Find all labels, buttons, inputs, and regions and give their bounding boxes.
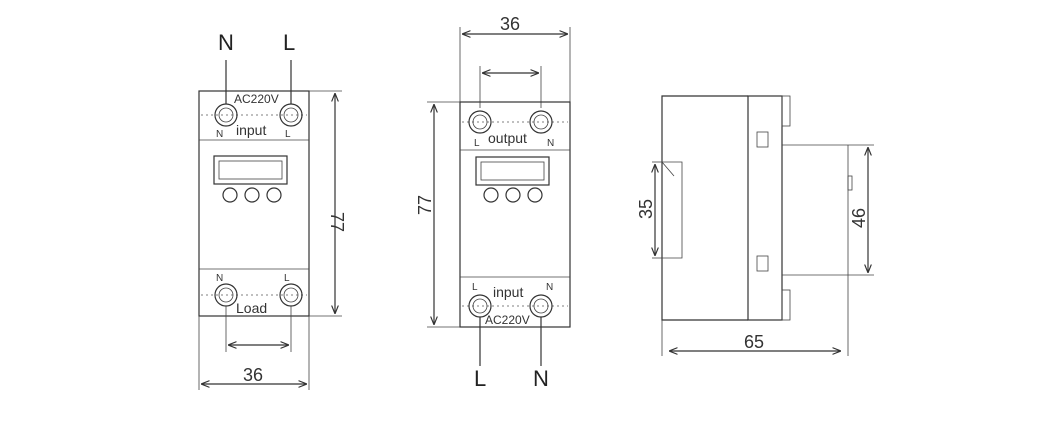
back-bottom-left-terminal xyxy=(468,294,492,318)
front-top-small-right: L xyxy=(285,129,291,140)
back-voltage-label: AC220V xyxy=(485,313,530,327)
front-top-right-terminal xyxy=(279,103,303,127)
back-bottom-right-terminal xyxy=(529,294,553,318)
back-body-outline xyxy=(459,101,571,328)
back-bottom-caption: input xyxy=(493,284,523,300)
side-front-housing xyxy=(747,95,783,321)
back-top-left-terminal xyxy=(468,110,492,134)
side-front-tab xyxy=(847,175,853,191)
side-din-clip-hook xyxy=(661,161,675,177)
side-height-dim: 46 xyxy=(849,208,869,228)
front-top-small-left: N xyxy=(216,129,223,140)
back-bottom-right-terminal-label: N xyxy=(533,366,549,391)
side-din-clip xyxy=(662,161,683,259)
back-top-small-left: L xyxy=(474,138,480,149)
front-bottom-small-right: L xyxy=(284,273,290,284)
back-button-1 xyxy=(483,187,499,203)
back-bottom-left-terminal-label: L xyxy=(474,366,486,391)
front-top-right-terminal-label: L xyxy=(283,30,295,55)
back-button-2 xyxy=(505,187,521,203)
front-voltage-label: AC220V xyxy=(234,92,279,106)
back-button-3 xyxy=(527,187,543,203)
front-view: N L AC220V N L input N L Load xyxy=(198,30,347,390)
back-height-dim: 77 xyxy=(415,195,435,215)
front-body-outline xyxy=(198,90,310,317)
side-rear-housing xyxy=(661,95,748,321)
side-view: 35 46 65 xyxy=(636,95,874,356)
back-view: 36 L N output L N input AC2 xyxy=(415,14,571,391)
front-bottom-left-terminal-inner xyxy=(218,287,234,303)
front-top-right-terminal-inner xyxy=(283,107,299,123)
back-top-left-terminal-inner xyxy=(472,114,488,130)
front-button-3 xyxy=(266,187,282,203)
front-height-dim: 77 xyxy=(327,212,347,232)
front-display-screen xyxy=(218,160,283,180)
front-bottom-caption: Load xyxy=(236,300,267,316)
back-bottom-right-terminal-inner xyxy=(533,298,549,314)
side-bottom-window xyxy=(756,255,769,272)
side-top-stub xyxy=(781,95,791,127)
front-display xyxy=(213,155,288,185)
back-bottom-small-left: L xyxy=(472,282,478,293)
back-top-right-terminal-inner xyxy=(533,114,549,130)
back-display-screen xyxy=(480,161,545,181)
side-rail-dim: 35 xyxy=(636,199,656,219)
side-bottom-stub xyxy=(781,289,791,321)
front-top-left-terminal-label: N xyxy=(218,30,234,55)
front-bottom-small-left: N xyxy=(216,273,223,284)
back-bottom-left-terminal-inner xyxy=(472,298,488,314)
front-button-2 xyxy=(244,187,260,203)
back-top-caption: output xyxy=(488,130,527,146)
front-top-caption: input xyxy=(236,122,266,138)
side-top-window xyxy=(756,131,769,148)
front-bottom-right-terminal-inner xyxy=(283,287,299,303)
back-display xyxy=(475,156,550,186)
back-width-dim: 36 xyxy=(500,14,520,34)
back-top-small-right: N xyxy=(547,138,554,149)
front-top-left-terminal xyxy=(214,103,238,127)
side-depth-dim: 65 xyxy=(744,332,764,352)
back-bottom-small-right: N xyxy=(546,282,553,293)
front-width-dim: 36 xyxy=(243,365,263,385)
front-button-1 xyxy=(222,187,238,203)
front-top-left-terminal-inner xyxy=(218,107,234,123)
back-top-right-terminal xyxy=(529,110,553,134)
